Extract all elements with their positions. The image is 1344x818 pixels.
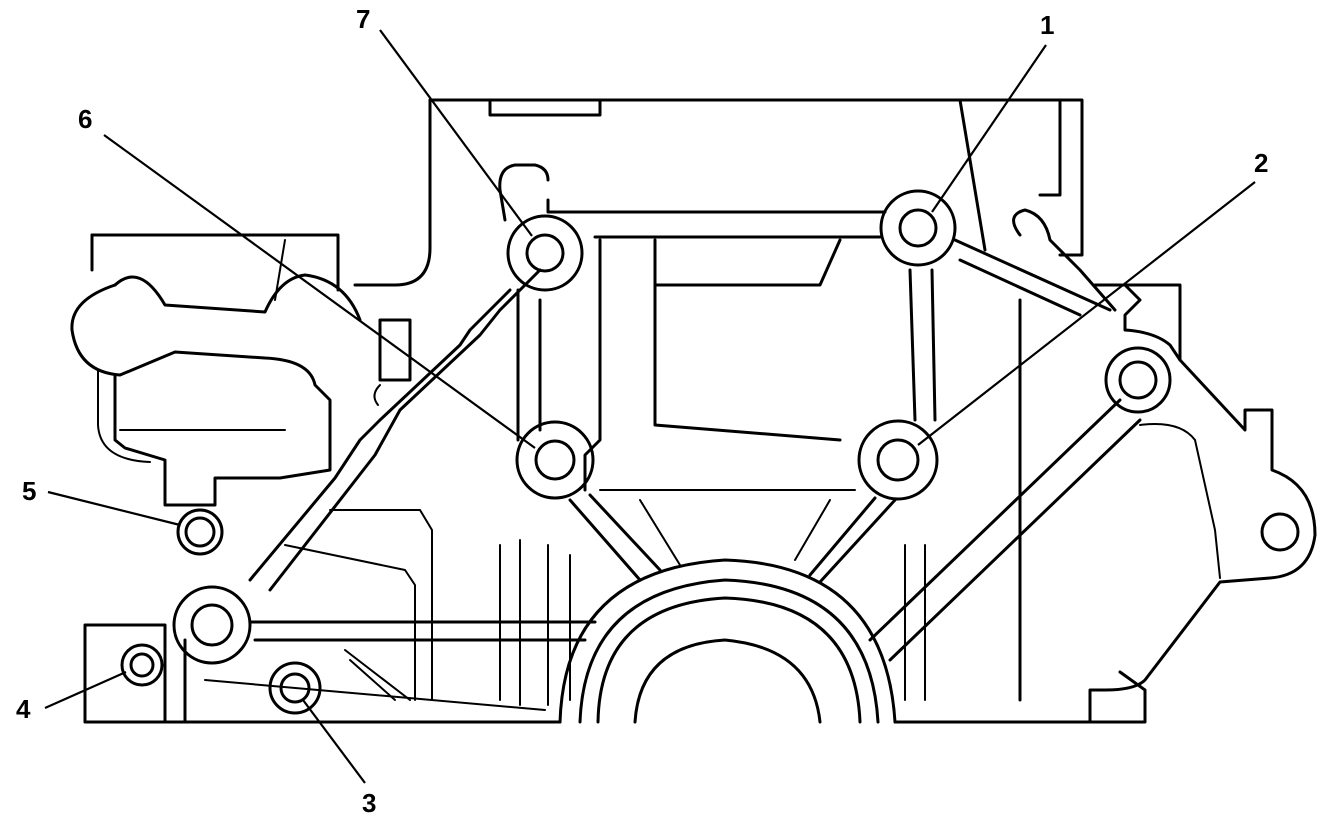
leader-line-4 [44, 670, 127, 710]
casting-ribs [183, 163, 1221, 724]
leader-line-1 [931, 44, 1047, 213]
leader-line-3 [302, 699, 366, 784]
bolt-hole-3 [268, 661, 322, 715]
bolt-holes [120, 189, 1300, 715]
bolt-hole-1 [879, 189, 957, 267]
callout-label-7: 7 [356, 4, 370, 34]
leader-line-5 [47, 490, 181, 527]
bolt-hole-right-lower [1260, 512, 1300, 552]
callout-labels: 1 2 3 4 5 6 7 [16, 4, 1268, 818]
leader-line-6 [103, 134, 536, 449]
leader-line-7 [379, 29, 533, 237]
bolt-hole-right-upper [1104, 346, 1172, 414]
bolt-hole-4 [120, 643, 164, 687]
callout-label-2: 2 [1254, 148, 1268, 178]
crankshaft-bore [558, 558, 897, 724]
bolt-hole-7 [506, 214, 584, 292]
bolt-hole-5 [176, 508, 224, 556]
casting-outline [70, 98, 1317, 724]
callout-label-3: 3 [362, 788, 376, 818]
bolt-hole-6 [515, 420, 595, 500]
callout-label-1: 1 [1040, 10, 1054, 40]
callout-label-4: 4 [16, 694, 31, 724]
bolt-hole-2 [857, 419, 939, 501]
leader-lines [44, 29, 1256, 784]
bolt-hole-lower-left [172, 585, 252, 665]
callout-label-6: 6 [78, 104, 92, 134]
leader-line-2 [917, 181, 1256, 446]
callout-label-5: 5 [22, 476, 36, 506]
